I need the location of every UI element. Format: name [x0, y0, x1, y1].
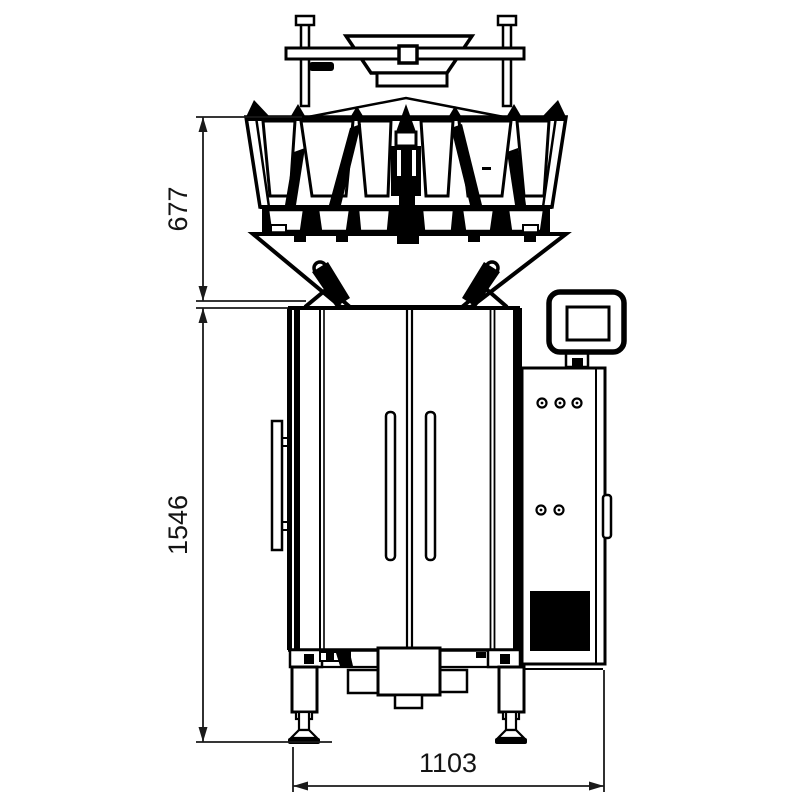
indicator-dot	[575, 401, 579, 405]
feed-hopper	[419, 119, 455, 198]
latch-arm	[312, 262, 350, 307]
discharge-cone	[247, 232, 572, 309]
clamp-bit	[326, 653, 334, 660]
leg-rod	[504, 710, 518, 732]
hopper-foot	[524, 233, 536, 242]
vent-panel	[530, 591, 590, 651]
frame-strip-left-outer	[287, 308, 292, 650]
weigh-hopper	[460, 208, 496, 233]
leveling-foot-left	[288, 738, 320, 744]
discharge-outlet-tab	[393, 693, 424, 710]
screen-bracket-joint	[572, 358, 583, 367]
dimension-label-677: 677	[163, 186, 193, 231]
leg-right	[495, 665, 527, 744]
discharge-side-box-left	[346, 668, 380, 695]
dimension-weigher-height: 677	[163, 116, 306, 302]
actuator-lever	[507, 148, 526, 205]
weigh-hopper	[420, 208, 456, 233]
arrowhead-up	[198, 308, 208, 323]
arrowhead-left	[293, 781, 308, 791]
lever-pin	[452, 134, 464, 137]
center-discharge-column	[399, 196, 415, 234]
base-bracket	[304, 654, 314, 664]
side-handle	[270, 419, 284, 552]
funnel-outlet	[375, 71, 449, 88]
actuator-lever	[451, 124, 482, 205]
actuator-slit	[412, 150, 416, 176]
hopper-foot	[397, 233, 419, 244]
support-post-right	[501, 22, 513, 108]
hopper-foot	[468, 233, 480, 242]
latch-support	[303, 285, 352, 309]
control-cabinet	[520, 366, 613, 670]
hopper-foot	[336, 233, 348, 242]
indicator-dot	[558, 401, 562, 405]
latch-arm	[462, 262, 500, 307]
foot-cone	[495, 728, 527, 740]
center-actuator-neck	[394, 130, 418, 148]
bar-clamp-block	[397, 44, 419, 65]
post-cap-left	[294, 14, 316, 27]
foot-cone	[288, 728, 320, 740]
arrowhead-up	[198, 117, 208, 132]
center-actuator-body	[391, 146, 421, 196]
door-handle-slot-right	[424, 410, 437, 562]
dimension-base-width: 1103	[292, 670, 605, 792]
machine-body	[270, 306, 522, 652]
leg-left	[288, 665, 320, 744]
base-assembly	[288, 646, 527, 744]
dimension-machine-height: 1546	[163, 307, 332, 743]
indicator-dot	[557, 508, 561, 512]
lever-pin	[482, 167, 491, 170]
dimension-label-1546: 1546	[163, 495, 193, 555]
cone-latch-right	[460, 260, 509, 309]
indicator-lights-top	[536, 397, 583, 409]
frame-strip-left-inner	[294, 308, 300, 650]
arrowhead-down	[198, 727, 208, 742]
indicator-dot	[539, 508, 543, 512]
latch-support	[460, 285, 509, 309]
hmi-unit	[546, 289, 627, 369]
post-cap-right	[496, 14, 518, 27]
leg-column	[497, 665, 526, 714]
clamp-bit	[336, 653, 353, 666]
leg-column	[290, 665, 319, 714]
clamp-bit	[476, 652, 486, 658]
ring-edge-left	[254, 116, 271, 208]
dimension-label-1103: 1103	[419, 748, 477, 778]
post-bracket	[309, 62, 334, 71]
hopper-foot	[294, 233, 306, 242]
frame-strip-right	[513, 308, 522, 650]
multihead-weigher	[243, 96, 572, 309]
actuator-lever	[329, 124, 361, 205]
hopper-pivot	[246, 100, 270, 117]
discharge-center-box	[376, 646, 442, 697]
arrowhead-down	[198, 286, 208, 301]
cabinet-handle	[601, 493, 613, 540]
indicator-dot	[540, 401, 544, 405]
cone-latch-left	[303, 260, 352, 309]
indicator-lights-middle	[535, 504, 565, 516]
dispersion-cone	[307, 96, 505, 119]
weigh-hopper	[356, 208, 392, 233]
base-bracket	[500, 654, 510, 664]
leveling-foot-right	[495, 738, 527, 744]
support-post-left	[299, 22, 311, 108]
door-handle-slot-left	[384, 410, 397, 562]
weigh-hopper	[316, 208, 352, 233]
infeed-assembly	[284, 14, 526, 108]
actuator-lever	[285, 148, 305, 205]
hmi-display	[565, 305, 611, 342]
actuator-slit	[397, 150, 401, 176]
hopper-pivot	[542, 100, 566, 117]
feed-hopper	[357, 119, 393, 198]
discharge-side-box-right	[438, 668, 469, 694]
leg-rod	[297, 710, 311, 732]
arrowhead-right	[589, 781, 604, 791]
